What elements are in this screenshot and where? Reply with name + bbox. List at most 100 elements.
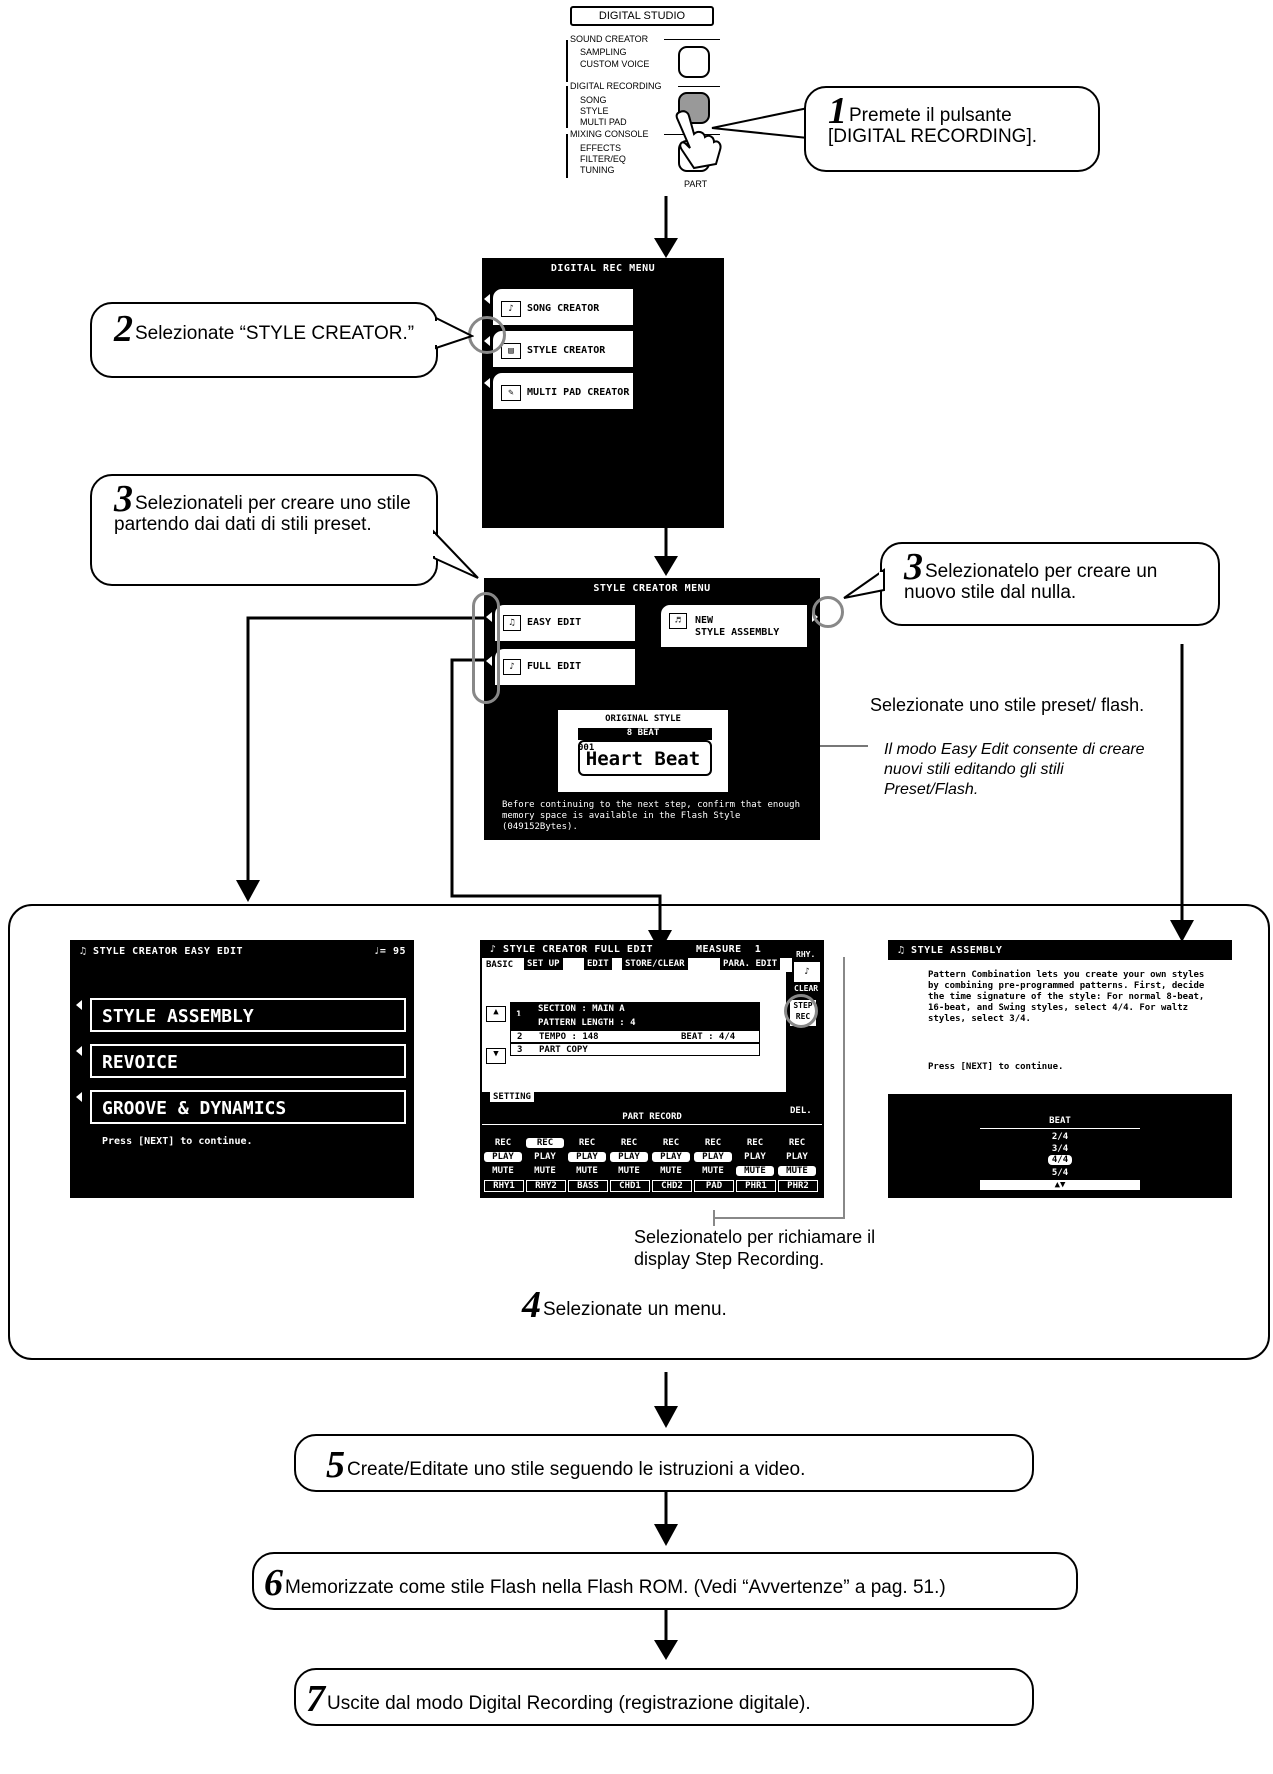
menu-tab-song-creator[interactable]: ♪ SONG CREATOR [492, 288, 634, 326]
tab-para-edit[interactable]: PARA. EDIT [720, 958, 781, 970]
part-cell-play-6[interactable]: PLAY [744, 1152, 766, 1162]
beat-3-4[interactable]: 3/4 [1051, 1144, 1069, 1154]
easy-edit-tempo: ♩= 95 [373, 946, 406, 957]
callout3a-pointer [433, 529, 479, 579]
style-creator-menu-screen: STYLE CREATOR MENU ♫ EASY EDIT ♪ FULL ED… [484, 578, 820, 840]
easy-edit-item-revoice[interactable]: REVOICE [89, 1043, 407, 1079]
del-button[interactable]: DEL. [790, 1106, 812, 1116]
menu-tab-easy-edit[interactable]: ♫ EASY EDIT [494, 604, 636, 642]
part-cell-rec-1[interactable]: REC [526, 1138, 564, 1148]
step7-text: Uscite dal modo Digital Recording (regis… [327, 1693, 811, 1714]
panel-item-tuning: TUNING [580, 165, 615, 175]
menus-container [8, 904, 1270, 1360]
step4-text: Selezionate un menu. [543, 1299, 727, 1320]
tab-basic[interactable]: BASIC [486, 960, 514, 970]
new-style-highlight-ring [812, 596, 844, 628]
beat-2-4[interactable]: 2/4 [1051, 1132, 1069, 1142]
full-edit-row-1[interactable]: 1 SECTION : MAIN A [510, 1002, 760, 1020]
full-edit-label: FULL EDIT [527, 661, 582, 672]
part-cell-parts-5[interactable]: PAD [694, 1180, 734, 1192]
callout1-pointer [711, 106, 809, 140]
step6-number: 6 [264, 1562, 283, 1604]
part-cell-parts-3[interactable]: CHD1 [610, 1180, 650, 1192]
part-cell-play-2[interactable]: PLAY [568, 1152, 606, 1162]
tab-store-clear[interactable]: STORE/CLEAR [622, 958, 688, 970]
beat-5-4[interactable]: 5/4 [1051, 1168, 1069, 1178]
tab-set-up[interactable]: SET UP [524, 958, 563, 970]
part-cell-mute-7[interactable]: MUTE [778, 1166, 816, 1176]
part-cell-play-1[interactable]: PLAY [534, 1152, 556, 1162]
menu-tab-full-edit[interactable]: ♪ FULL EDIT [494, 648, 636, 686]
step-rec-highlight-ring [784, 994, 818, 1028]
menu-tab-multi-pad-creator[interactable]: ✎ MULTI PAD CREATOR [492, 372, 634, 410]
part-cell-rec-0[interactable]: REC [494, 1138, 512, 1148]
full-edit-row-2[interactable]: 2 TEMPO : 148 BEAT : 4/4 [510, 1030, 760, 1043]
assembly-title: ♫ STYLE ASSEMBLY [898, 945, 1003, 956]
part-cell-play-0[interactable]: PLAY [484, 1152, 522, 1162]
part-cell-mute-2[interactable]: MUTE [576, 1166, 598, 1176]
setting-button[interactable]: SETTING [490, 1092, 534, 1102]
style-creator-label: STYLE CREATOR [527, 345, 606, 356]
menu-tab-style-creator[interactable]: ▤ STYLE CREATOR [492, 330, 634, 368]
easy-edit-title: ♫ STYLE CREATOR EASY EDIT [80, 946, 244, 957]
part-cell-play-7[interactable]: PLAY [786, 1152, 808, 1162]
part-cell-rec-6[interactable]: REC [746, 1138, 764, 1148]
callout2-pointer [435, 316, 474, 350]
panel-item-style: STYLE [580, 106, 609, 116]
part-cell-parts-7[interactable]: PHR2 [778, 1180, 818, 1192]
panel-item-song: SONG [580, 95, 607, 105]
panel-item-multi-pad: MULTI PAD [580, 117, 627, 127]
part-cell-mute-1[interactable]: MUTE [534, 1166, 556, 1176]
easy-edit-item-style-assembly[interactable]: STYLE ASSEMBLY [89, 997, 407, 1033]
sound-creator-button[interactable] [678, 46, 710, 78]
panel-item-sampling: SAMPLING [580, 47, 627, 57]
scroll-arrows[interactable]: ▲▼ [980, 1180, 1140, 1190]
up-arrow-button[interactable]: ▲ [486, 1006, 506, 1022]
beat-4-4[interactable]: 4/4 [1048, 1155, 1072, 1165]
step5-number: 5 [326, 1444, 345, 1486]
rhy-clear-icon[interactable]: ♪ [794, 962, 820, 982]
part-cell-parts-4[interactable]: CHD2 [652, 1180, 692, 1192]
panel-item-custom-voice: CUSTOM VOICE [580, 59, 650, 69]
part-cell-rec-7[interactable]: REC [788, 1138, 806, 1148]
part-cell-rec-5[interactable]: REC [704, 1138, 722, 1148]
multi-pad-creator-label: MULTI PAD CREATOR [527, 387, 630, 398]
style-creator-icon: ▤ [501, 343, 521, 359]
full-edit-row-1b[interactable]: PATTERN LENGTH : 4 [510, 1016, 760, 1030]
part-cell-mute-4[interactable]: MUTE [660, 1166, 682, 1176]
part-cell-mute-3[interactable]: MUTE [618, 1166, 640, 1176]
step7-number: 7 [306, 1678, 325, 1720]
part-cell-parts-2[interactable]: BASS [568, 1180, 608, 1192]
step3b-text: Selezionatelo per creare un nuovo stile … [904, 561, 1158, 603]
step2-number: 2 [114, 308, 133, 350]
menu-tab-new-style-assembly[interactable]: ♬ NEW STYLE ASSEMBLY [660, 604, 808, 648]
part-cell-rec-3[interactable]: REC [620, 1138, 638, 1148]
part-cell-rec-4[interactable]: REC [662, 1138, 680, 1148]
part-cell-play-3[interactable]: PLAY [610, 1152, 648, 1162]
step4-number: 4 [522, 1284, 541, 1326]
part-cell-play-5[interactable]: PLAY [694, 1152, 732, 1162]
part-cell-mute-5[interactable]: MUTE [702, 1166, 724, 1176]
part-cell-parts-6[interactable]: PHR1 [736, 1180, 776, 1192]
part-cell-mute-0[interactable]: MUTE [492, 1166, 514, 1176]
style-creator-menu-title: STYLE CREATOR MENU [593, 583, 711, 594]
full-edit-row-3[interactable]: 3 PART COPY [510, 1043, 760, 1056]
part-cell-mute-6[interactable]: MUTE [736, 1166, 774, 1176]
easy-edit-item-groove-dynamics[interactable]: GROOVE & DYNAMICS [89, 1089, 407, 1125]
down-arrow-button[interactable]: ▼ [486, 1048, 506, 1064]
tab-edit[interactable]: EDIT [584, 958, 612, 970]
part-cell-parts-1[interactable]: RHY2 [526, 1180, 566, 1192]
easy-full-edit-highlight-ring [472, 592, 500, 704]
part-cell-play-4[interactable]: PLAY [652, 1152, 690, 1162]
step1-text: Premete il pulsante [DIGITAL RECORDING]. [828, 105, 1038, 147]
part-cell-rec-2[interactable]: REC [578, 1138, 596, 1148]
step2-text: Selezionate “STYLE CREATOR.” [135, 323, 415, 344]
assembly-header [888, 940, 1232, 960]
part-cell-parts-0[interactable]: RHY1 [484, 1180, 524, 1192]
original-style-box[interactable]: ORIGINAL STYLE 8 BEAT 001 Heart Beat [556, 708, 730, 794]
